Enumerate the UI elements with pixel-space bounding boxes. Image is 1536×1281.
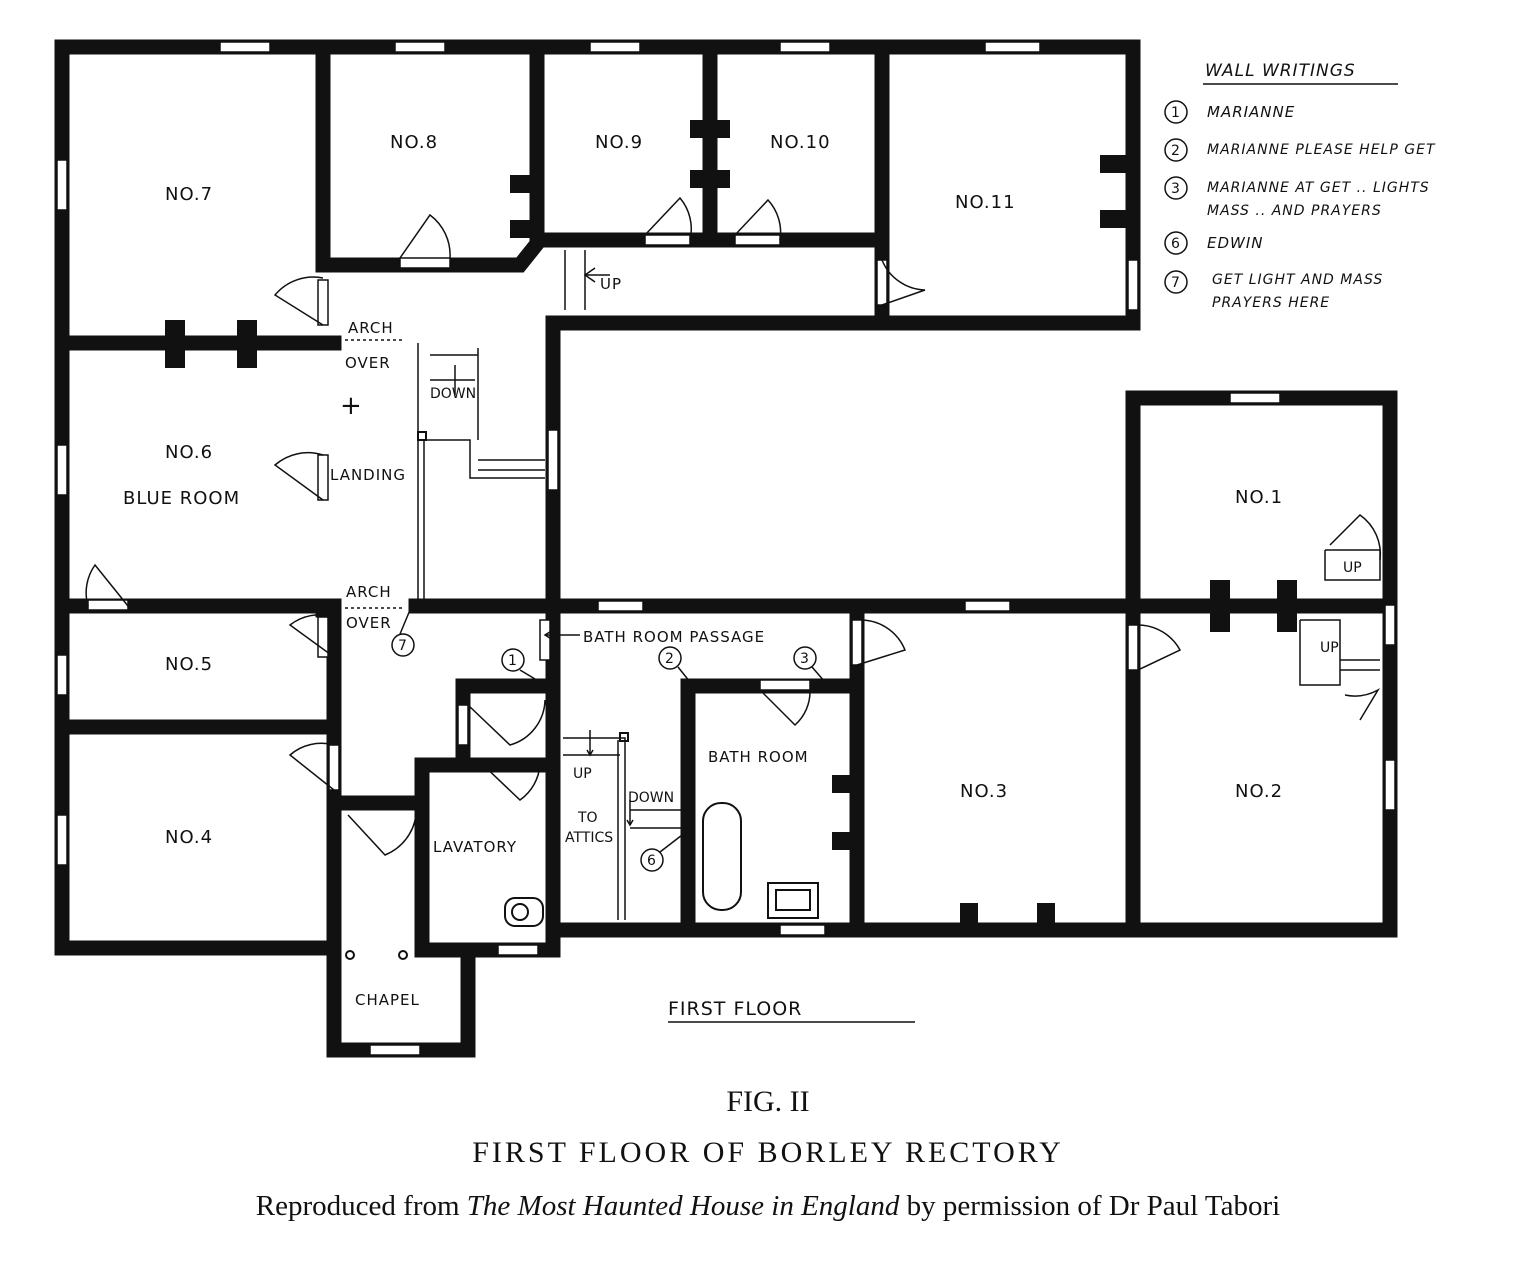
windows — [56, 41, 1396, 1056]
marker-7: 7 — [398, 638, 407, 654]
legend-num-6: 6 — [1171, 236, 1180, 252]
room-label-no5: NO.5 — [165, 654, 213, 675]
room-label-no7: NO.7 — [165, 184, 213, 205]
credit-prefix: Reproduced from — [255, 1190, 467, 1222]
stairs-up-label-right2: UP — [1320, 640, 1339, 656]
fixtures — [345, 431, 819, 960]
legend-text-3b: MASS .. AND PRAYERS — [1207, 203, 1382, 219]
room-label-no9: NO.9 — [595, 132, 643, 153]
legend-num-2: 2 — [1171, 143, 1180, 159]
stairs-up-label-right: UP — [1343, 560, 1362, 576]
door-swings — [85, 196, 1382, 856]
marker-numbers: 1 2 3 6 7 — [398, 638, 809, 869]
plan-annotations: ARCH OVER ARCH OVER LANDING + DOWN UP BA… — [330, 275, 1362, 846]
landing-label: LANDING — [330, 466, 406, 484]
room-label-lavatory: LAVATORY — [433, 838, 517, 856]
stairs — [417, 250, 1381, 920]
toilet — [504, 897, 544, 927]
legend-text-3: MARIANNE AT GET .. LIGHTS — [1207, 180, 1430, 196]
room-labels: NO.7 NO.8 NO.9 NO.10 NO.11 NO.6 BLUE ROO… — [123, 132, 1283, 1009]
figure-title: FIRST FLOOR OF BORLEY RECTORY — [472, 1136, 1064, 1169]
over-label-top: OVER — [345, 354, 391, 372]
attics-label: ATTICS — [565, 830, 613, 846]
bathtub — [702, 802, 742, 911]
room-label-blue-room: BLUE ROOM — [123, 488, 240, 509]
bath-passage-label: BATH ROOM PASSAGE — [583, 628, 765, 646]
credit-suffix: by permission of Dr Paul Tabori — [899, 1190, 1281, 1222]
room-label-bathroom: BATH ROOM — [708, 748, 809, 766]
legend-num-7: 7 — [1171, 275, 1180, 291]
arch-label-top: ARCH — [348, 319, 394, 337]
wall-writings-legend: WALL WRITINGS 1 2 3 6 7 MARIANNE MARIANN… — [1164, 61, 1436, 311]
legend-text-7: GET LIGHT AND MASS — [1212, 272, 1383, 288]
floor-plan: NO.7 NO.8 NO.9 NO.10 NO.11 NO.6 BLUE ROO… — [54, 39, 1436, 1058]
legend-text-7b: PRAYERS HERE — [1212, 295, 1330, 311]
landing-cross: + — [340, 391, 363, 421]
marker-1: 1 — [508, 653, 517, 669]
arch-lines — [345, 339, 405, 609]
figure-number: FIG. II — [726, 1085, 810, 1118]
room-label-no4: NO.4 — [165, 827, 213, 848]
room-label-no8: NO.8 — [390, 132, 438, 153]
room-label-no2: NO.2 — [1235, 781, 1283, 802]
room-label-no1: NO.1 — [1235, 487, 1283, 508]
stairs-up-label-top: UP — [600, 275, 622, 293]
over-label-bottom: OVER — [346, 614, 392, 632]
wall-writing-markers — [391, 609, 826, 872]
marker-2: 2 — [665, 651, 674, 667]
legend-num-3: 3 — [1171, 181, 1180, 197]
chimneys — [165, 120, 1297, 925]
legend-num-1: 1 — [1171, 105, 1180, 121]
room-label-chapel: CHAPEL — [355, 991, 420, 1009]
legend-text-1: MARIANNE — [1207, 103, 1295, 121]
stairs-up-label-mid: UP — [573, 766, 592, 782]
figure-credit: Reproduced from The Most Haunted House i… — [0, 1190, 1536, 1223]
marker-6: 6 — [647, 853, 656, 869]
stairs-down-label: DOWN — [430, 386, 476, 402]
room-label-no6: NO.6 — [165, 442, 213, 463]
credit-book-title: The Most Haunted House in England — [466, 1190, 900, 1222]
legend-title: WALL WRITINGS — [1205, 61, 1356, 81]
room-label-no10: NO.10 — [770, 132, 831, 153]
stairs-down-label-mid: DOWN — [628, 790, 674, 806]
legend-text-2: MARIANNE PLEASE HELP GET — [1207, 142, 1436, 158]
room-label-no3: NO.3 — [960, 781, 1008, 802]
marker-3: 3 — [800, 651, 809, 667]
floor-name: FIRST FLOOR — [668, 998, 802, 1020]
to-label: TO — [577, 810, 598, 826]
arch-label-bottom: ARCH — [346, 583, 392, 601]
room-label-no11: NO.11 — [955, 192, 1016, 213]
washbasin — [767, 882, 819, 919]
legend-text-6: EDWIN — [1207, 234, 1264, 252]
walls — [54, 39, 1398, 1058]
